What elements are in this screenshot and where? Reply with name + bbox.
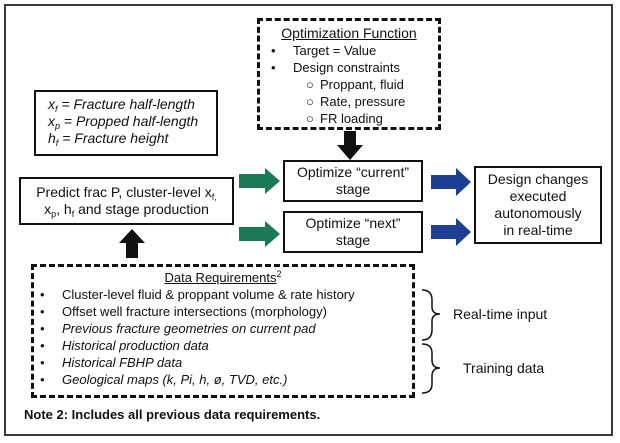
- design-changes-box: Design changes executed autonomously in …: [474, 166, 602, 244]
- optimize-current-line-2: stage: [335, 181, 371, 197]
- definitions-box: xf = Fracture half-length xp = Propped h…: [34, 90, 218, 156]
- realtime-input-label: Real-time input: [453, 306, 548, 322]
- list-item: •Geological maps (k, Pi, h, ø, TVD, etc.…: [40, 372, 288, 387]
- right-arrow-icon: [431, 218, 471, 246]
- predict-line-1: Predict frac P, cluster-level xf,: [36, 184, 217, 202]
- sub-list-item: ○Proppant, fluid: [306, 77, 404, 92]
- right-arrow-icon: [239, 168, 280, 194]
- list-item: •Offset well fracture intersections (mor…: [40, 304, 327, 319]
- definition-hf: hf = Fracture height: [48, 130, 169, 148]
- optimize-current-line-1: Optimize “current”: [296, 164, 410, 180]
- realtime-brace-icon: [421, 289, 441, 341]
- list-item: •Target = Value: [271, 43, 377, 58]
- design-changes-line-1: Design changes: [487, 171, 589, 187]
- predict-box: Predict frac P, cluster-level xf, xp, hf…: [19, 177, 234, 225]
- design-changes-line-4: in real-time: [503, 222, 573, 238]
- up-arrow-icon: [119, 229, 145, 258]
- data-requirements-title: Data Requirements2: [164, 269, 282, 286]
- training-data-label: Training data: [463, 360, 545, 376]
- optimization-function-box: Optimization Function •Target = Value •D…: [257, 18, 441, 130]
- list-item: •Previous fracture geometries on current…: [40, 321, 316, 336]
- optimization-function-title: Optimization Function: [281, 25, 417, 41]
- data-requirements-box: Data Requirements2 •Cluster-level fluid …: [31, 264, 415, 398]
- training-brace-icon: [421, 343, 441, 394]
- definition-xp: xp = Propped half-length: [48, 113, 199, 131]
- sub-list-item: ○Rate, pressure: [306, 94, 406, 109]
- optimize-current-box: Optimize “current” stage: [283, 160, 423, 202]
- optimize-next-line-2: stage: [335, 232, 371, 248]
- sub-list-item: ○FR loading: [306, 111, 383, 126]
- right-arrow-icon: [239, 221, 280, 247]
- down-arrow-icon: [337, 131, 363, 160]
- design-changes-line-3: autonomously: [494, 205, 582, 221]
- design-changes-line-2: executed: [509, 188, 567, 204]
- list-item: •Historical production data: [40, 338, 209, 353]
- list-item: •Cluster-level fluid & proppant volume &…: [40, 287, 355, 302]
- footnote: Note 2: Includes all previous data requi…: [24, 407, 321, 422]
- definition-xf: xf = Fracture half-length: [48, 96, 195, 114]
- list-item: •Historical FBHP data: [40, 355, 183, 370]
- right-arrow-icon: [431, 168, 471, 196]
- list-item: •Design constraints: [271, 60, 400, 75]
- optimize-next-box: Optimize “next” stage: [283, 211, 423, 253]
- optimize-next-line-1: Optimize “next”: [305, 215, 401, 231]
- predict-line-2: xp, hf and stage production: [44, 201, 209, 219]
